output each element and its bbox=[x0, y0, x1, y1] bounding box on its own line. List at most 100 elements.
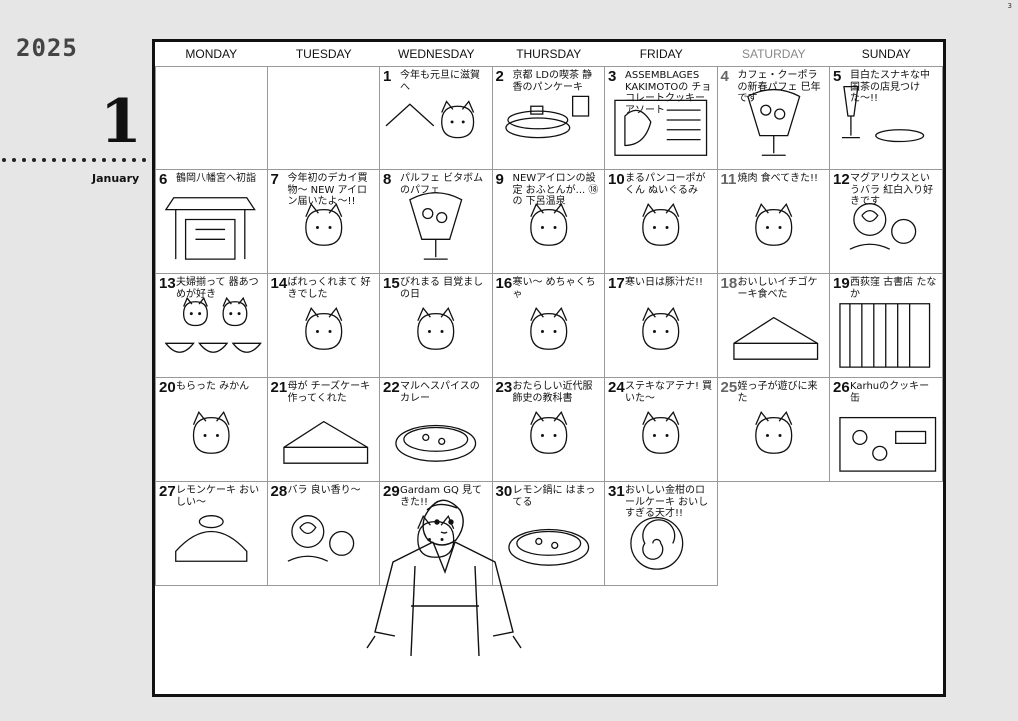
day-number: 6 bbox=[159, 171, 168, 188]
day-note: 今年も元旦に滋賀へ bbox=[400, 70, 480, 93]
weekday-monday: MONDAY bbox=[185, 47, 238, 61]
day-number: 13 bbox=[159, 275, 176, 292]
day-note: 夫婦揃って 器あつめが好き bbox=[176, 277, 259, 300]
day-number: 1 bbox=[383, 68, 392, 85]
boy-illustration bbox=[366, 499, 522, 657]
day-number: 27 bbox=[159, 483, 176, 500]
day-number: 3 bbox=[608, 68, 617, 85]
day-number: 24 bbox=[608, 379, 625, 396]
day-note: NEWアイロンの設定 おふとんが... ⑱の 下呂温泉 bbox=[512, 173, 599, 207]
weekday-saturday: SATURDAY bbox=[741, 47, 806, 61]
day-note: 鶴岡八幡宮へ初詣 bbox=[176, 173, 256, 184]
day-number: 21 bbox=[270, 379, 288, 396]
day-cell-5[interactable]: 5 目白たスナキな中国茶の店見つけた〜!! bbox=[830, 66, 943, 170]
day-cell-3[interactable]: 3 ASSEMBLAGES KAKIMOTOの チョコレートクッキーアソート bbox=[605, 66, 718, 170]
day-note: おたらしい近代服飾史の教科書 bbox=[512, 381, 593, 404]
day-note: マグアリウスというバラ 紅白入り好きです bbox=[850, 173, 934, 207]
day-number: 2 bbox=[495, 68, 504, 85]
day-number: 19 bbox=[833, 275, 850, 292]
day-note: 西荻窪 古書店 たなか bbox=[850, 277, 937, 300]
day-cell-2[interactable]: 2 京都 LDの喫茶 静香のパンケーキ bbox=[492, 66, 605, 170]
day-note: 姪っ子が遊びに来た bbox=[737, 381, 818, 404]
dotted-divider-icon bbox=[2, 158, 146, 162]
day-note: おいしいイチゴケーキ食べた bbox=[737, 277, 818, 300]
day-note: まるパンコーポが くん ぬいぐるみ bbox=[625, 173, 706, 196]
day-number: 9 bbox=[495, 171, 504, 188]
day-cell-1[interactable]: 1 今年も元旦に滋賀へ bbox=[380, 66, 493, 170]
day-number: 14 bbox=[270, 275, 288, 292]
day-number: 28 bbox=[270, 483, 288, 500]
day-note: ステキなアテナ! 買いた〜 bbox=[625, 381, 713, 404]
empty-day-cell bbox=[155, 66, 268, 170]
day-number: 12 bbox=[833, 171, 850, 188]
day-number: 16 bbox=[495, 275, 513, 292]
day-number: 30 bbox=[495, 483, 513, 500]
day-note: ASSEMBLAGES KAKIMOTOの チョコレートクッキーアソート bbox=[625, 70, 712, 116]
day-note: 母が チーズケーキ作ってくれた bbox=[287, 381, 371, 404]
day-note: 今年初のデカイ買物〜 NEW アイロン届いたよ〜!! bbox=[287, 173, 368, 207]
day-number: 5 bbox=[833, 68, 842, 85]
day-number: 29 bbox=[383, 483, 400, 500]
day-cell-6[interactable]: 6 鶴岡八幡宮へ初詣 bbox=[155, 170, 268, 274]
day-number: 23 bbox=[495, 379, 513, 396]
day-note: Gardam GQ 見てきた!! bbox=[400, 485, 483, 508]
day-number: 18 bbox=[720, 275, 738, 292]
weekday-friday: FRIDAY bbox=[639, 47, 683, 61]
day-note: ばれっくれまて 好きでした bbox=[287, 277, 371, 300]
day-number: 8 bbox=[383, 171, 392, 188]
day-cell-8[interactable]: 8 パルフェ ビタボムのパフェ bbox=[380, 170, 493, 274]
page-number: 3 bbox=[1007, 2, 1012, 10]
day-note: レモン鍋に はまってる bbox=[512, 485, 596, 508]
day-number: 26 bbox=[833, 379, 850, 396]
day-number: 10 bbox=[608, 171, 625, 188]
day-note: パルフェ ビタボムのパフェ bbox=[400, 173, 484, 196]
weekday-sunday: SUNDAY bbox=[861, 47, 911, 61]
day-note: もらった みかん bbox=[176, 381, 250, 392]
weekday-thursday: THURSDAY bbox=[516, 47, 582, 61]
day-note: マルヘスパイスのカレー bbox=[400, 381, 480, 404]
day-note: 焼肉 食べてきた!! bbox=[737, 173, 819, 184]
weekday-tuesday: TUESDAY bbox=[295, 47, 352, 61]
day-number: 22 bbox=[383, 379, 400, 396]
day-note: Karhuのクッキー缶 bbox=[850, 381, 930, 404]
day-note: 寒い日は豚汁だ!! bbox=[625, 277, 704, 288]
day-number: 31 bbox=[608, 483, 625, 500]
day-number: 20 bbox=[159, 379, 176, 396]
day-note: カフェ・クーポラの新春パフェ 巳年です bbox=[737, 70, 821, 104]
year-label: 2025 bbox=[16, 34, 78, 62]
day-cell-7[interactable]: 7 今年初のデカイ買物〜 NEW アイロン届いたよ〜!! bbox=[267, 170, 380, 274]
day-cell-9[interactable]: 9 NEWアイロンの設定 おふとんが... ⑱の 下呂温泉 bbox=[492, 170, 605, 274]
day-number: 11 bbox=[720, 171, 737, 188]
day-note: 京都 LDの喫茶 静香のパンケーキ bbox=[512, 70, 593, 93]
month-name: January bbox=[92, 172, 140, 185]
day-note: 目白たスナキな中国茶の店見つけた〜!! bbox=[850, 70, 930, 104]
day-note: びれまる 目覚ましの日 bbox=[400, 277, 484, 300]
day-number: 15 bbox=[383, 275, 400, 292]
day-number: 7 bbox=[270, 171, 279, 188]
empty-day-cell bbox=[267, 66, 380, 170]
day-note: おいしい金柑のロールケーキ おいしすぎる天才!! bbox=[625, 485, 709, 519]
